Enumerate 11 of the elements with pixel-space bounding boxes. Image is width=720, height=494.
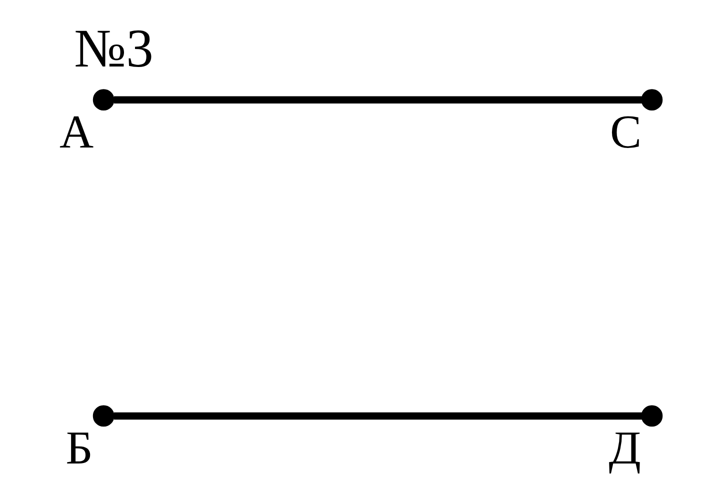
node-circle <box>92 405 114 427</box>
connector <box>113 412 642 420</box>
node-label: Д <box>608 422 640 475</box>
node-circle <box>92 89 114 111</box>
node-label: С <box>610 106 642 158</box>
node-label: А <box>58 106 94 158</box>
node-circle <box>640 405 662 427</box>
node-label: Б <box>65 422 92 475</box>
diagram-title: №3 <box>74 17 153 78</box>
connector <box>113 96 642 104</box>
node-circle <box>640 89 662 111</box>
